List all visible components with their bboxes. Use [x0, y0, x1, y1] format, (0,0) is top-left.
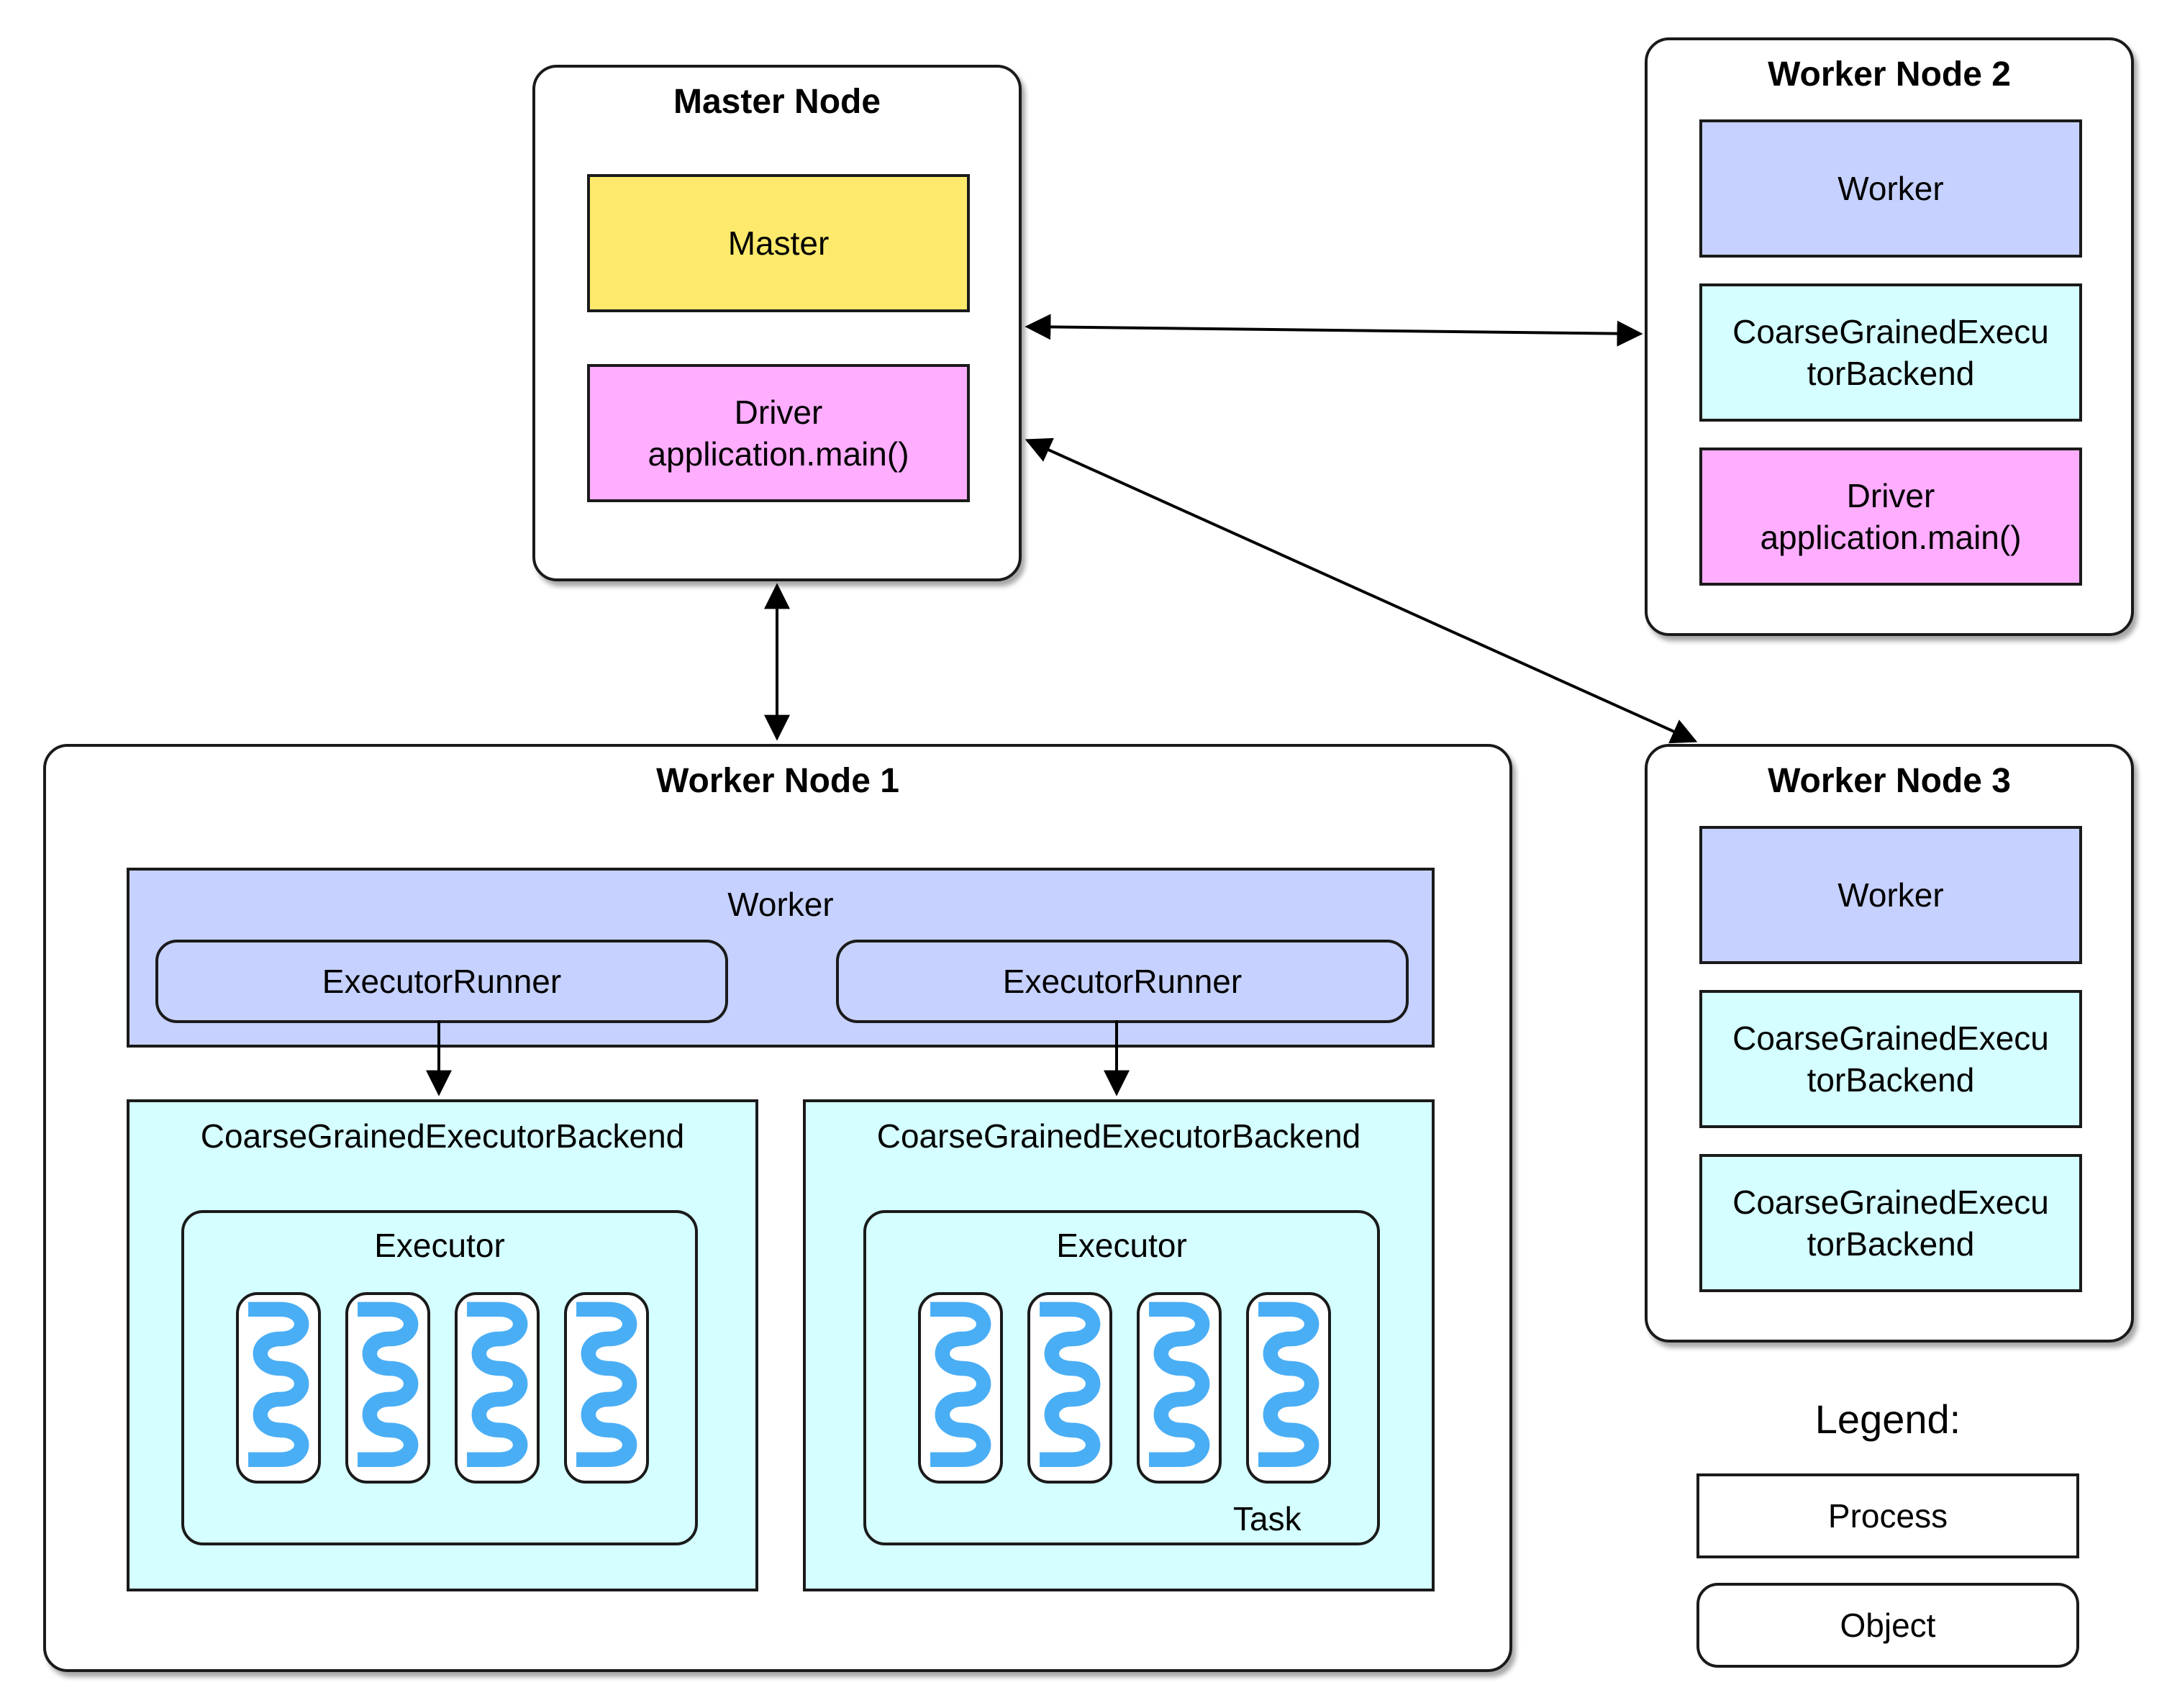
worker-node-1-title: Worker Node 1	[656, 762, 899, 800]
executor-2-thread-1	[918, 1292, 1003, 1484]
worker-node-2-driver-process[interactable]: Driver application.main()	[1699, 448, 2082, 586]
executor-1-label: Executor	[374, 1227, 505, 1264]
worker-node-1-backend-1[interactable]: CoarseGrainedExecutorBackend Executor	[127, 1099, 758, 1591]
executor-2-thread-3	[1137, 1292, 1222, 1484]
worker-node-3-backend-b-label-1: CoarseGrainedExecu	[1732, 1184, 2049, 1221]
worker-node-1: Worker Node 1 Worker ExecutorRunner Exec…	[43, 744, 1512, 1672]
master-node: Master Node Master Driver application.ma…	[532, 65, 1022, 581]
arrow-master-worker3	[1025, 437, 1698, 744]
backend-2-label: CoarseGrainedExecutorBackend	[876, 1117, 1361, 1155]
worker-node-2-worker-label: Worker	[1837, 170, 1944, 207]
executor-2-label: Executor	[1056, 1227, 1187, 1264]
legend-process-label: Process	[1827, 1497, 1948, 1535]
executor-runner-2[interactable]: ExecutorRunner	[836, 940, 1409, 1023]
executor-2-thread-4	[1246, 1292, 1331, 1484]
worker-node-2-title: Worker Node 2	[1768, 55, 2011, 94]
squiggle-thread-icon	[921, 1295, 1000, 1481]
worker-node-3-worker-process[interactable]: Worker	[1699, 826, 2082, 964]
executor-2-thread-2	[1027, 1292, 1112, 1484]
master-driver-label: Driver	[734, 394, 823, 431]
squiggle-thread-icon	[348, 1295, 427, 1481]
squiggle-thread-icon	[1030, 1295, 1109, 1481]
squiggle-thread-icon	[567, 1295, 646, 1481]
worker-node-2-driver-label: Driver	[1846, 477, 1935, 514]
worker-node-3-backend-b-label-2: torBackend	[1807, 1225, 1975, 1263]
legend-object-box: Object	[1696, 1583, 2079, 1668]
executor-runner-2-label: ExecutorRunner	[1002, 963, 1242, 1000]
master-process-label: Master	[727, 224, 830, 262]
legend-process-box: Process	[1696, 1473, 2079, 1558]
squiggle-thread-icon	[239, 1295, 318, 1481]
squiggle-thread-icon	[1140, 1295, 1219, 1481]
master-driver-process[interactable]: Driver application.main()	[587, 364, 970, 502]
worker-node-3-title: Worker Node 3	[1768, 762, 2011, 800]
squiggle-thread-icon	[1249, 1295, 1328, 1481]
worker-node-1-worker-label: Worker	[727, 886, 834, 923]
worker-node-3: Worker Node 3 Worker CoarseGrainedExecu …	[1645, 744, 2134, 1343]
executor-1-thread-1	[236, 1292, 321, 1484]
worker-node-3-backend-process-a[interactable]: CoarseGrainedExecu torBackend	[1699, 990, 2082, 1128]
legend-object-label: Object	[1840, 1607, 1936, 1644]
executor-2[interactable]: Executor Task	[863, 1210, 1380, 1545]
master-node-title: Master Node	[673, 83, 881, 121]
worker-node-3-backend-a-label-2: torBackend	[1807, 1061, 1975, 1099]
legend-title: Legend:	[1814, 1396, 1961, 1442]
master-driver-main: application.main()	[648, 435, 909, 473]
worker-node-2-backend-process[interactable]: CoarseGrainedExecu torBackend	[1699, 283, 2082, 422]
worker-node-2-backend-label-1: CoarseGrainedExecu	[1732, 313, 2049, 350]
worker-node-3-backend-process-b[interactable]: CoarseGrainedExecu torBackend	[1699, 1154, 2082, 1292]
squiggle-thread-icon	[458, 1295, 537, 1481]
executor-1-thread-2	[345, 1292, 430, 1484]
executor-1[interactable]: Executor	[181, 1210, 698, 1545]
executor-1-thread-3	[455, 1292, 540, 1484]
worker-node-1-backend-2[interactable]: CoarseGrainedExecutorBackend Executor Ta…	[803, 1099, 1435, 1591]
executor-1-thread-4	[564, 1292, 649, 1484]
executor-runner-1-label: ExecutorRunner	[322, 963, 562, 1000]
arrow-master-worker2	[1025, 314, 1643, 347]
worker-node-1-worker-process[interactable]: Worker ExecutorRunner ExecutorRunner	[127, 868, 1435, 1048]
executor-runner-1[interactable]: ExecutorRunner	[155, 940, 728, 1023]
task-label: Task	[1233, 1500, 1301, 1537]
worker-node-3-backend-a-label-1: CoarseGrainedExecu	[1732, 1019, 2049, 1057]
worker-node-2: Worker Node 2 Worker CoarseGrainedExecu …	[1645, 37, 2134, 636]
worker-node-2-worker-process[interactable]: Worker	[1699, 119, 2082, 258]
backend-1-label: CoarseGrainedExecutorBackend	[200, 1117, 685, 1155]
worker-node-2-backend-label-2: torBackend	[1807, 355, 1975, 392]
worker-node-3-worker-label: Worker	[1837, 876, 1944, 914]
worker-node-2-driver-main: application.main()	[1760, 519, 2022, 556]
master-process[interactable]: Master	[587, 174, 970, 312]
